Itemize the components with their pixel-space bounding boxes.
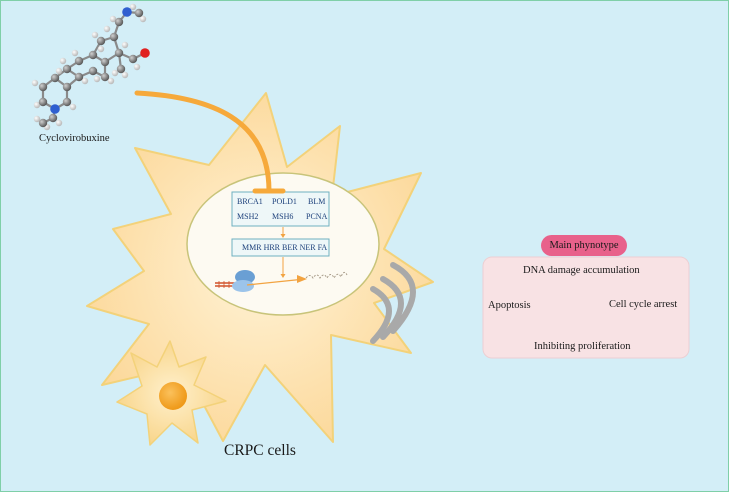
phenotype-inhibiting-proliferation: Inhibiting proliferation xyxy=(534,341,631,352)
inhibition-arrow xyxy=(134,90,272,194)
chevron-arrows-icon xyxy=(370,262,416,344)
gene-label: MSH2 xyxy=(237,212,259,221)
phenotype-dna-damage: DNA damage accumulation xyxy=(523,265,640,276)
dna-repair-icon xyxy=(215,270,348,292)
cyclovirobuxine-molecule xyxy=(31,3,150,131)
gene-label: MSH6 xyxy=(272,212,294,221)
pathway-box xyxy=(231,238,330,257)
phenotype-panel xyxy=(482,256,690,359)
cell-label: CRPC cells xyxy=(224,442,296,459)
gene-label: POLD1 xyxy=(272,197,297,206)
molecule-name: Cyclovirobuxine xyxy=(39,133,110,144)
phenotype-apoptosis: Apoptosis xyxy=(488,300,531,311)
phenotype-title-badge: Main phynotype xyxy=(541,235,627,256)
gene-label: BRCA1 xyxy=(237,197,263,206)
small-cell-nucleus xyxy=(159,382,187,410)
repair-pathways-label: MMR HRR BER NER FA xyxy=(242,243,328,252)
phenotype-cell-cycle-arrest: Cell cycle arrest xyxy=(609,299,678,310)
gene-label: PCNA xyxy=(306,212,328,221)
gene-label: BLM xyxy=(308,197,326,206)
gene-box xyxy=(231,191,330,227)
